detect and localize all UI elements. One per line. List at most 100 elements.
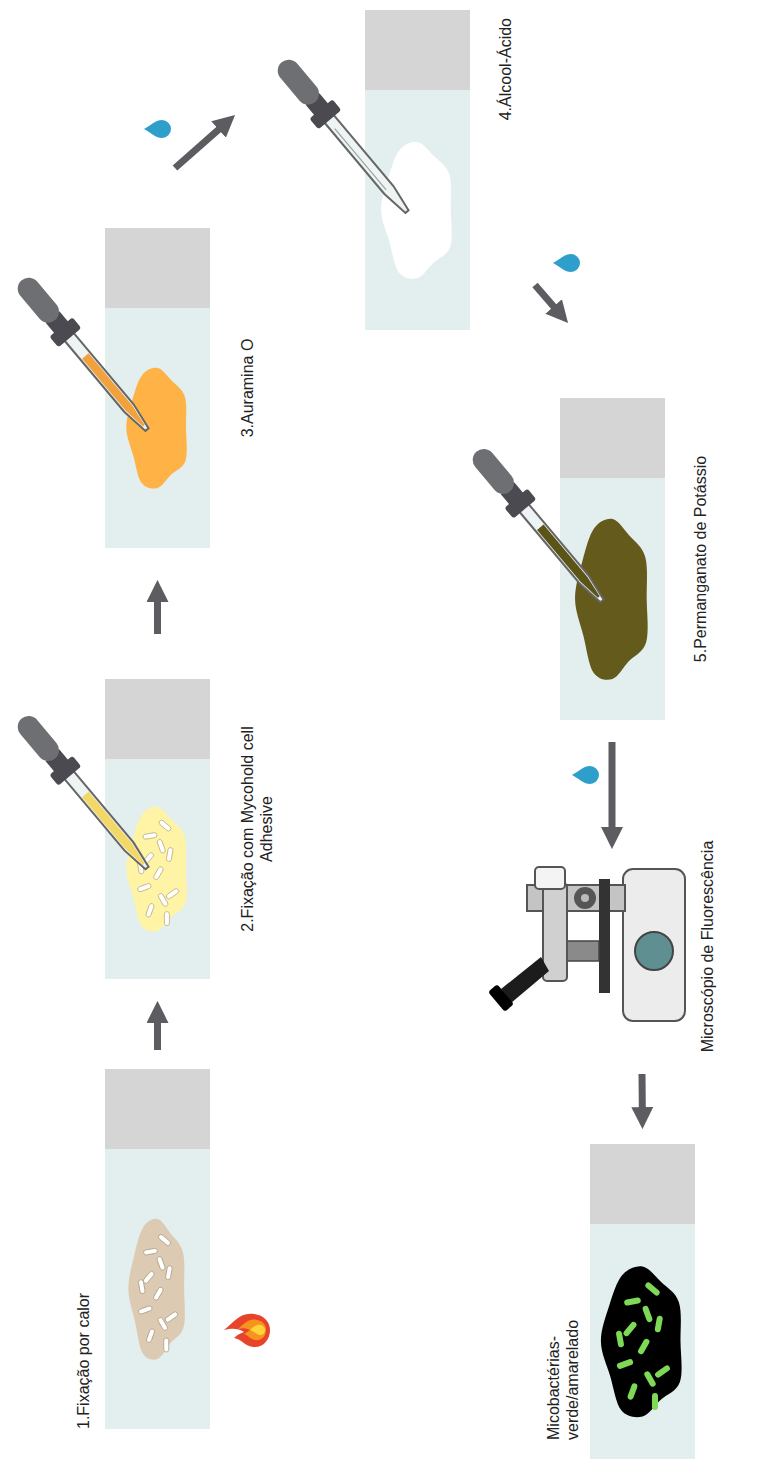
dropper-pipette: [10, 271, 158, 440]
flow-arrow: [535, 285, 559, 312]
bacillus: [138, 1305, 153, 1314]
bacillus: [137, 883, 152, 892]
bacillus: [165, 888, 179, 900]
bacillus: [622, 1321, 637, 1338]
specimen-smear: [601, 1266, 682, 1417]
slide-drawing: [105, 1069, 210, 1429]
bacillus: [142, 1270, 155, 1284]
slide-frosted-end: [105, 679, 210, 759]
flow-arrow: [175, 124, 225, 168]
slide-glass: [105, 1069, 210, 1429]
microscope-head: [543, 883, 567, 981]
bacillus: [652, 1393, 658, 1410]
slide-drawing: [560, 398, 665, 720]
microscope-objective: [565, 941, 599, 961]
pipette-bulb: [468, 444, 518, 498]
bacillus: [642, 1305, 653, 1323]
flow-arrow: [154, 594, 161, 634]
specimen-smear: [575, 519, 648, 680]
bacillus: [654, 1315, 663, 1333]
slide-node: 3.Auramina O: [105, 228, 210, 548]
bacillus: [143, 1248, 158, 1255]
bacillus: [156, 1256, 165, 1271]
water-drop: [553, 254, 580, 272]
step-label: 5.Permanganato de Potássio: [691, 404, 710, 714]
pipette-bulb: [13, 712, 63, 766]
bacillus: [158, 1234, 172, 1247]
pipette-bulb: [273, 55, 323, 109]
bacillus: [146, 1328, 155, 1343]
step-label: 3.Auramina O: [238, 268, 257, 508]
light-housing: [535, 867, 565, 889]
pipette-highlight: [335, 129, 386, 190]
bacillus: [157, 839, 166, 854]
slide-node: Micobactérias- verde/amarelado: [590, 1144, 695, 1459]
step-label: 1.Fixação por calor: [74, 1209, 93, 1429]
bacillus: [164, 912, 169, 926]
flow-arrow: [639, 1074, 646, 1115]
slide-frosted-end: [365, 10, 470, 90]
water-drop: [144, 120, 171, 138]
slide-drawing: [105, 679, 210, 979]
microscope-icon: [488, 867, 685, 1021]
step-label: Micobactérias- verde/amarelado: [544, 1300, 582, 1440]
pipette-liquid: [82, 353, 147, 428]
bacillus: [153, 866, 164, 881]
flame-outer: [224, 1314, 270, 1347]
specimen-smear: [128, 1219, 185, 1360]
bacillus: [143, 832, 158, 839]
step-label: Microscópio de Fluorescência: [698, 807, 717, 1087]
flame-middle: [238, 1320, 266, 1341]
slide-frosted-end: [105, 228, 210, 308]
dropper-pipette: [10, 709, 158, 878]
slide-node: 5.Permanganato de Potássio: [560, 398, 665, 720]
bacillus: [644, 1281, 661, 1296]
focus-knob-center: [581, 894, 589, 902]
pipette-liquid: [537, 525, 602, 600]
microscope-drawing: [505, 864, 690, 1029]
flow-arrow: [154, 1015, 161, 1050]
bacillus: [153, 1286, 164, 1301]
specimen-smear: [126, 807, 187, 932]
pipette-tube: [64, 771, 152, 872]
slide-drawing: [365, 10, 470, 330]
pipette-liquid: [82, 792, 147, 867]
bacillus: [164, 1338, 169, 1352]
slide-drawing: [590, 1144, 695, 1459]
slide-node: 2.Fixação com Mycohold cell Adhesive: [105, 679, 210, 979]
microscope-node: Microscópio de Fluorescência: [505, 864, 690, 1029]
bacillus: [643, 1370, 657, 1388]
specimen-smear: [126, 368, 187, 489]
focus-knob: [574, 887, 596, 909]
bacillus: [616, 1358, 634, 1369]
pipette-tube: [64, 332, 152, 433]
slide-frosted-end: [590, 1144, 695, 1224]
microscope-stage: [599, 879, 610, 993]
bacillus: [637, 1338, 651, 1356]
pipette-bulb: [13, 273, 63, 327]
slide-frosted-end: [105, 1069, 210, 1149]
slide-drawing: [105, 228, 210, 548]
bacillus: [138, 1279, 145, 1294]
step-label: 2.Fixação com Mycohold cell Adhesive: [238, 709, 276, 949]
microscope-base: [623, 869, 685, 1021]
flow-arrow: [609, 742, 616, 835]
specimen-smear: [381, 142, 452, 279]
pipette-tube: [324, 114, 412, 215]
step-label: 4.Álcool-Ácido: [496, 18, 515, 238]
bacillus: [616, 1330, 625, 1348]
pipette-tube: [519, 504, 607, 605]
bacillus: [165, 1265, 172, 1280]
bacillus: [166, 847, 173, 862]
flame-inner: [250, 1325, 265, 1335]
bacillus: [654, 1364, 671, 1379]
microscope-eyepiece: [501, 957, 549, 1003]
microscope-lamp: [635, 932, 673, 970]
dropper-pipette: [465, 442, 613, 611]
slide-frosted-end: [560, 398, 665, 478]
bacillus: [145, 903, 154, 918]
bacillus: [158, 819, 172, 832]
microscope-eyepiece-cap: [488, 984, 514, 1012]
dropper-pipette: [270, 53, 418, 222]
